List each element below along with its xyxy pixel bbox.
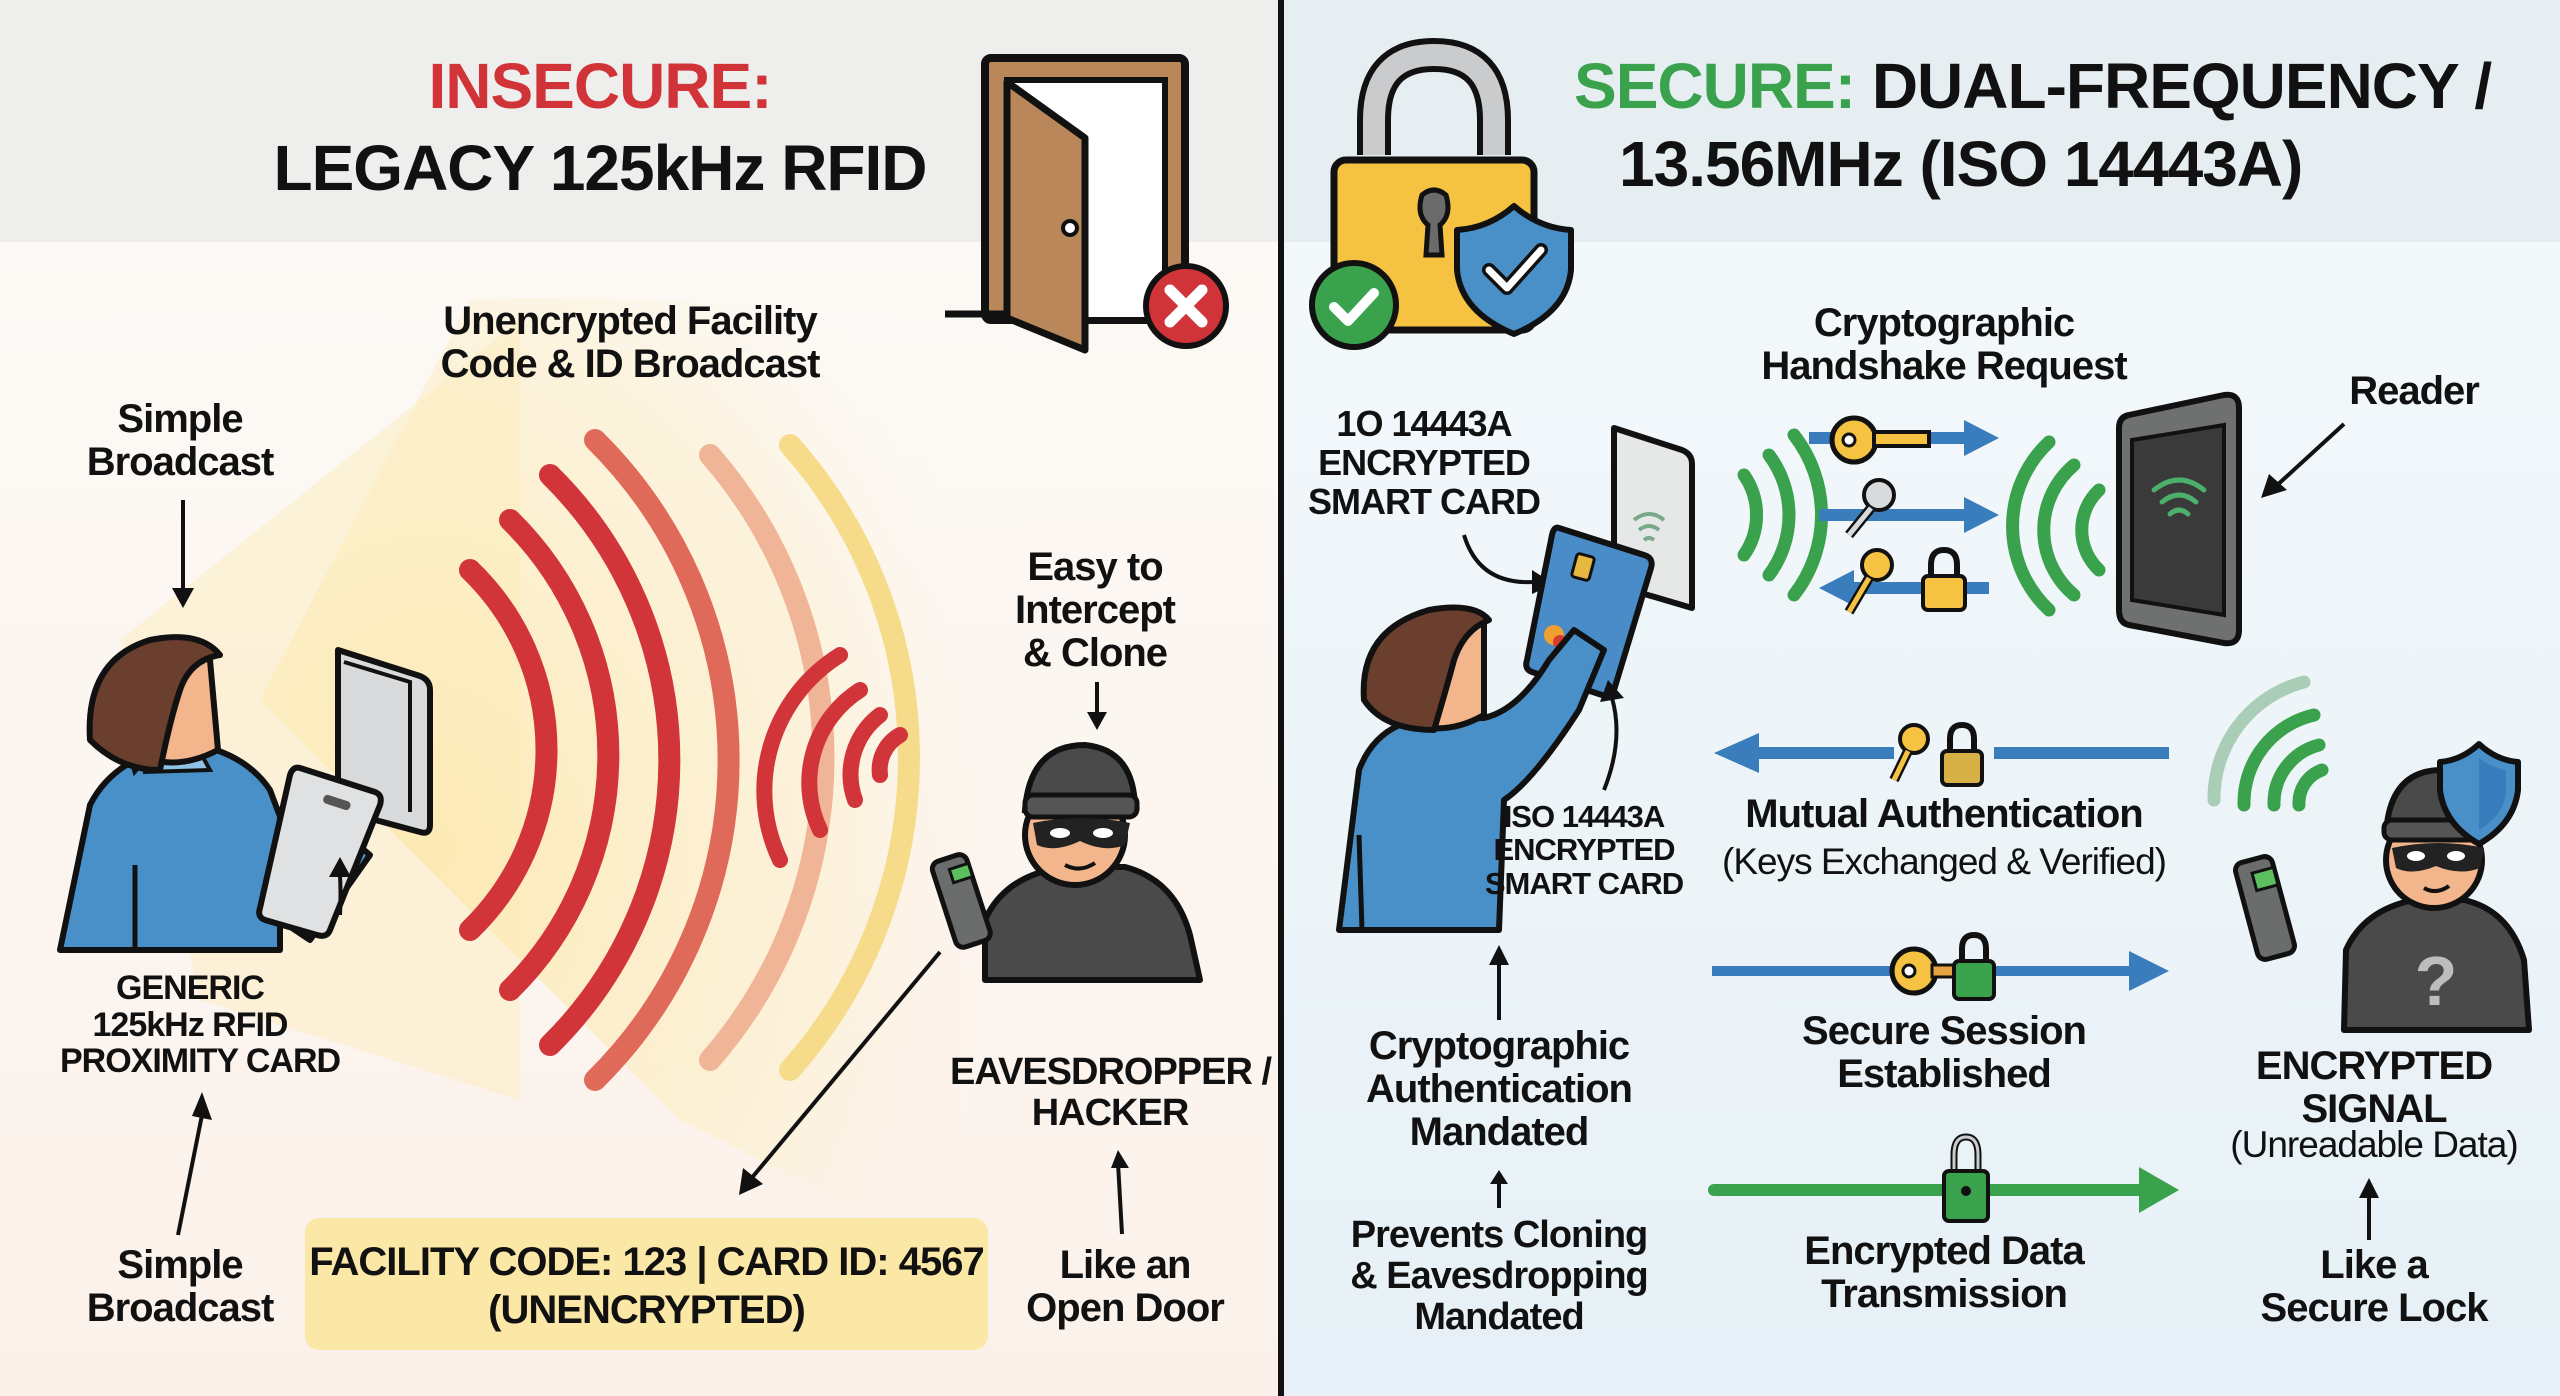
shield-icon <box>2437 741 2521 847</box>
arrow-up-icon <box>1111 1150 1129 1235</box>
key-icon <box>1844 548 1894 615</box>
person-icon <box>1336 604 1607 933</box>
padlock-small-icon <box>1921 546 1967 612</box>
mutual-auth-title: Mutual Authentication <box>1745 792 2143 836</box>
insecure-title: LEGACY 125kHz RFID <box>273 132 928 204</box>
padlock-small-icon <box>1940 721 1984 787</box>
key-icon <box>1889 723 1930 783</box>
keys-icon <box>1845 478 1896 539</box>
mutual-auth-arrow <box>1714 721 2169 787</box>
unencrypted-label: (UNENCRYPTED) <box>488 1288 806 1332</box>
check-circle-icon <box>1309 260 1399 350</box>
green-waves-icon <box>2006 435 2106 617</box>
secure-panel: SECURE: DUAL-FREQUENCY / 13.56MHz (ISO 1… <box>1284 0 2560 1396</box>
radio-waves-icon <box>459 429 920 1091</box>
broadcast-label: Unencrypted Facility Code & ID Broadcast <box>440 299 821 387</box>
key-icon <box>1889 946 1964 996</box>
secure-lock-label: Like a Secure Lock <box>2260 1243 2489 1331</box>
simple-broadcast-bottom-label: Simple Broadcast <box>86 1243 275 1331</box>
reader-label: Reader <box>2349 369 2480 413</box>
open-door-icon <box>945 54 1189 354</box>
pointer-arrow <box>2261 422 2346 498</box>
arrow-up-icon <box>2359 1178 2379 1240</box>
encrypted-signal-label: ENCRYPTED SIGNAL <box>2255 1044 2493 1132</box>
handheld-scanner-icon <box>929 852 993 950</box>
green-waves-icon <box>2207 675 2329 812</box>
card-label: GENERIC 125kHz RFID PROXIMITY CARD <box>60 969 341 1081</box>
key-icon <box>1829 415 1931 465</box>
secure-session-arrow <box>1712 931 2169 1001</box>
encrypted-signal-subtitle: (Unreadable Data) <box>2230 1124 2518 1165</box>
padlock-small-icon <box>1952 931 1996 1001</box>
arrow-down-icon <box>1087 682 1107 730</box>
question-mark-icon: ? <box>2415 942 2458 1020</box>
facility-code-text: FACILITY CODE: 123 | CARD ID: 4567 <box>309 1240 984 1284</box>
insecure-title-highlight: INSECURE: <box>428 50 772 122</box>
padlock-green-icon <box>1942 1133 1990 1223</box>
shield-check-icon <box>1454 203 1574 337</box>
intercept-label: Easy to Intercept & Clone <box>1015 545 1176 676</box>
handshake-label: Cryptographic Handshake Request <box>1761 301 2127 389</box>
secure-title-line2: 13.56MHz (ISO 14443A) <box>1619 128 2303 200</box>
open-door-label: Like an Open Door <box>1026 1243 1225 1331</box>
arrow-down-icon <box>172 500 194 608</box>
simple-broadcast-top-label: Simple Broadcast <box>86 397 275 485</box>
handheld-scanner-icon <box>2233 854 2297 962</box>
smart-card-label-bottom: ISO 14443A ENCRYPTED SMART CARD <box>1484 799 1684 901</box>
secure-session-label: Secure Session Established <box>1802 1009 2087 1097</box>
prevents-cloning-label: Prevents Cloning & Eavesdropping Mandate… <box>1350 1214 1649 1339</box>
reader-device-icon <box>2116 391 2242 647</box>
crypto-auth-label: Cryptographic Authentication Mandated <box>1366 1024 1633 1155</box>
panel-divider <box>1278 0 1284 1396</box>
arrow-up-icon <box>1489 945 1509 1020</box>
x-circle-icon <box>1143 263 1229 349</box>
encrypted-transmission-arrow <box>1708 1133 2179 1223</box>
arrow-up-icon <box>176 1092 212 1236</box>
mutual-auth-subtitle: (Keys Exchanged & Verified) <box>1722 841 2167 882</box>
secure-title-highlight: SECURE: <box>1574 50 1856 122</box>
hacker-label: EAVESDROPPER / HACKER <box>950 1051 1272 1135</box>
facility-code-box: FACILITY CODE: 123 | CARD ID: 4567 (UNEN… <box>305 1218 988 1350</box>
arrow-up-icon <box>1490 1170 1508 1208</box>
pointer-arrow <box>739 950 942 1195</box>
key-exchange-icon <box>1809 415 1999 615</box>
rfid-card-icon <box>256 764 384 939</box>
insecure-panel: INSECURE: LEGACY 125kHz RFID Unencrypted… <box>0 0 1278 1396</box>
encrypted-transmission-label: Encrypted Data Transmission <box>1804 1229 2084 1317</box>
smart-card-label-top: 1O 14443A ENCRYPTED SMART CARD <box>1308 403 1541 522</box>
arrow-up-icon <box>329 857 351 916</box>
curved-arrow-up <box>1600 680 1624 791</box>
secure-title-line1: SECURE: DUAL-FREQUENCY / <box>1574 50 2492 122</box>
